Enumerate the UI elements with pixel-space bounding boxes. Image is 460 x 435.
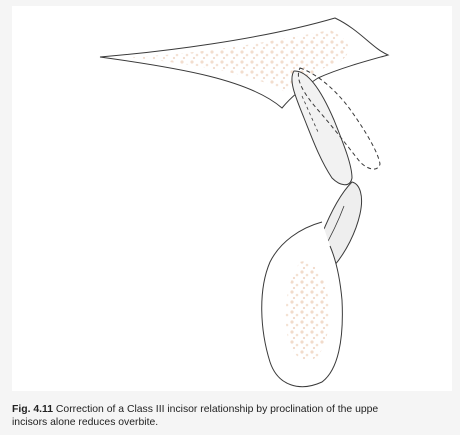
caption-line-2: incisors alone reduces overbite. <box>12 416 452 429</box>
figure-label: Fig. 4.11 <box>12 404 53 415</box>
caption-line-1: Fig. 4.11 Correction of a Class III inci… <box>12 403 452 416</box>
upper-incisor <box>292 71 352 185</box>
incisor-diagram <box>0 0 460 400</box>
figure-caption: Fig. 4.11 Correction of a Class III inci… <box>12 403 452 429</box>
caption-text-1: Correction of a Class III incisor relati… <box>56 404 378 415</box>
